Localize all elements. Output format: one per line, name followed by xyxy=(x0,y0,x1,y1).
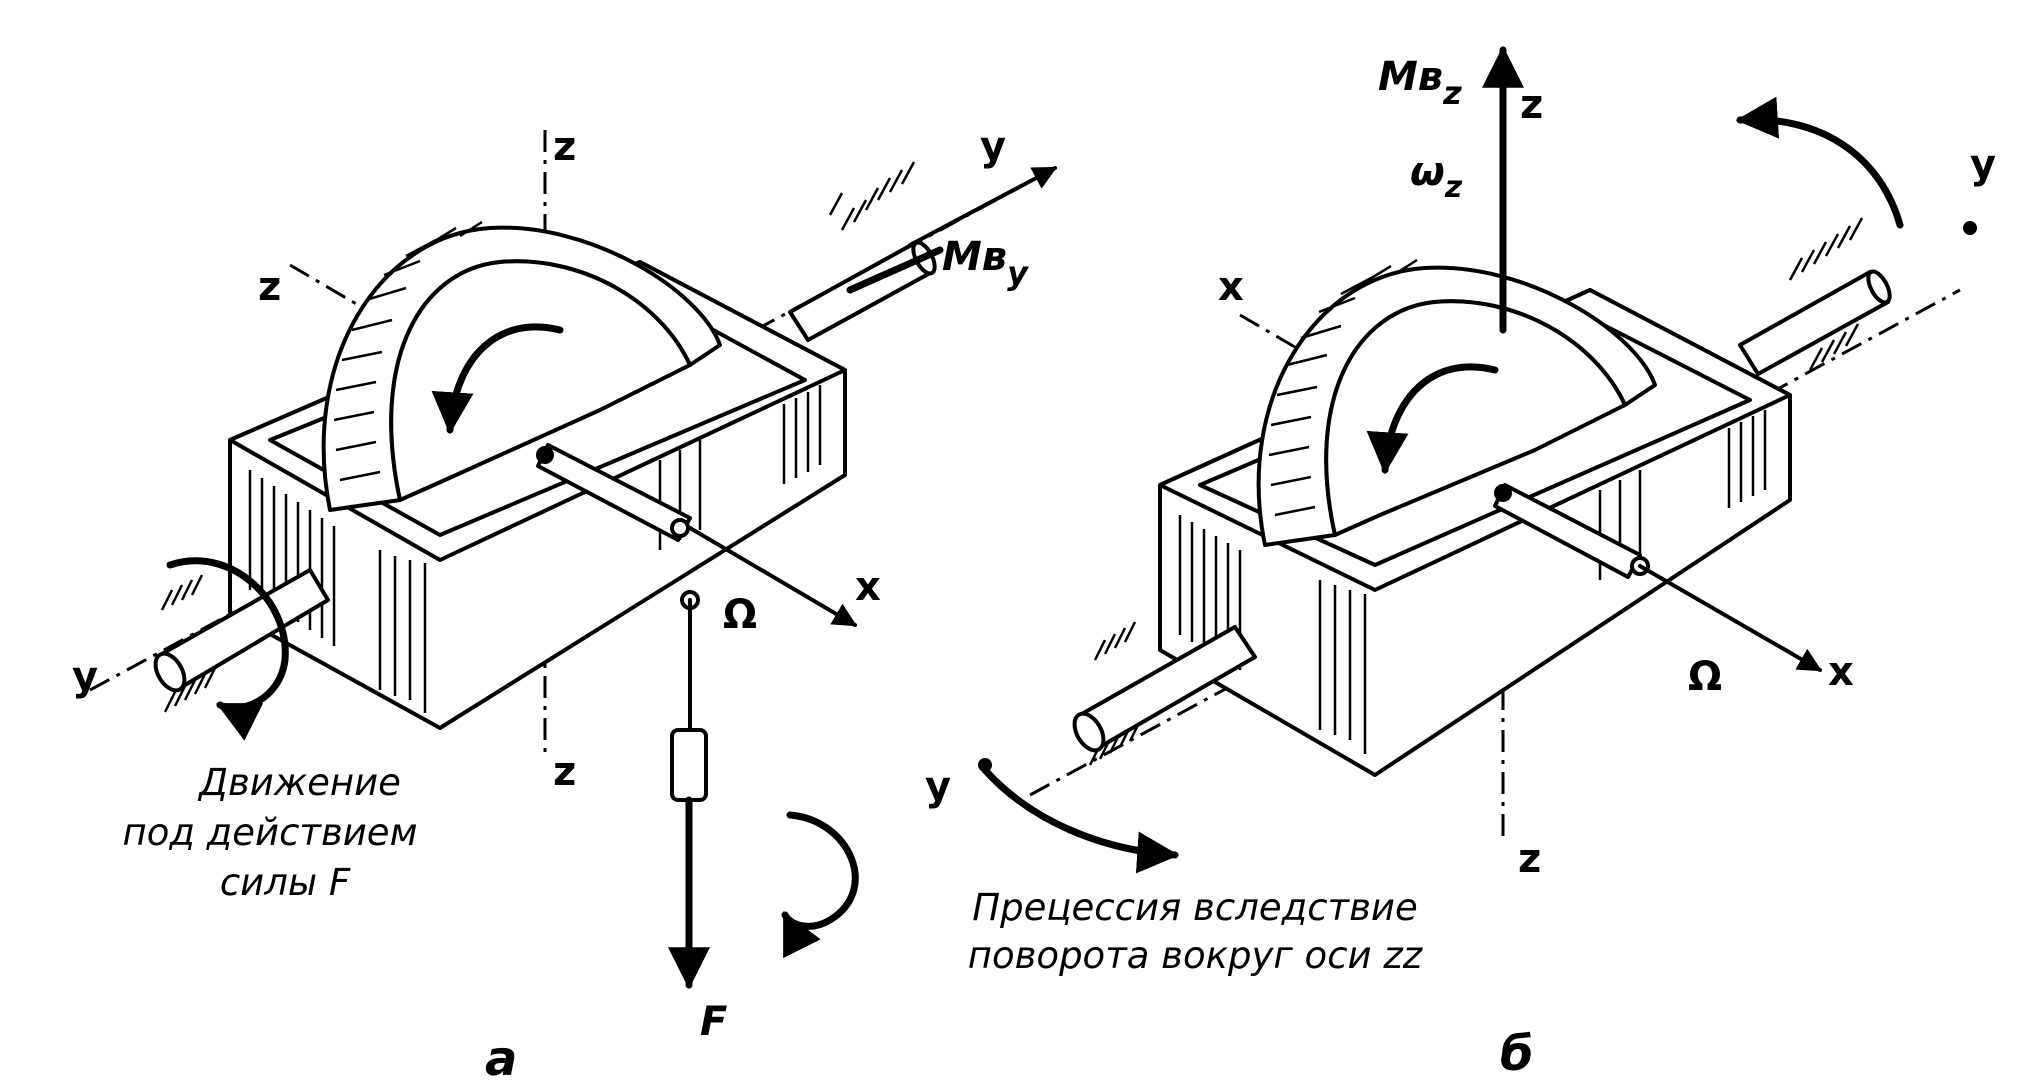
rotor-shading-b xyxy=(1268,258,1418,517)
y-axis-line-b xyxy=(1029,288,1961,797)
caption-line-3-a: силы F xyxy=(220,861,351,904)
z-left-label-a: z xyxy=(258,264,281,310)
rotation-arrow-left-a xyxy=(166,557,289,741)
x-axis-arrow-b xyxy=(1638,564,1823,672)
precession-arrow-top-b xyxy=(1735,96,1904,229)
shaft-right-a xyxy=(788,241,934,342)
frame-shading-b xyxy=(1178,410,1767,754)
bearing-lower-left-a xyxy=(160,574,217,713)
rotor-spin-arrow-b xyxy=(1366,363,1499,475)
panel-a: z z z y y x Mвy Ω F Движение под действи… xyxy=(72,124,1058,1080)
mv-y-arrow-a xyxy=(846,246,944,294)
z-top-label-a: z xyxy=(553,124,576,170)
x-axis-arrow-a xyxy=(688,526,858,627)
y-right-label-b: y xyxy=(1970,142,1996,188)
panel-letter-b: б xyxy=(1500,1026,1534,1080)
panel-b: Mвz z ωz z y y x x Ω Прецессия вследстви… xyxy=(925,45,1996,1080)
x-right-label-b: x xyxy=(1828,649,1854,695)
bearing-lower-left-b xyxy=(1088,621,1142,766)
caption-line-2-b: поворота вокруг оси zz xyxy=(968,934,1424,977)
rotor-spin-arrow-a xyxy=(431,323,564,435)
mv-z-label-b: Mвz xyxy=(1378,54,1462,112)
rotor-face-b xyxy=(1324,299,1627,537)
z-bottom-label-a: z xyxy=(553,749,576,795)
z-top-label-b: z xyxy=(1520,82,1543,128)
bearing-upper-right-b xyxy=(1788,217,1864,371)
force-label-a: F xyxy=(700,999,727,1045)
caption-line-1-b: Прецессия вследствие xyxy=(972,886,1417,929)
mv-y-label-a: Mвy xyxy=(942,234,1029,292)
rotor-shading-a xyxy=(333,220,483,482)
precession-arrow-bottom-b xyxy=(981,766,1180,874)
y-left-label-b: y xyxy=(925,764,951,810)
moment-curl-arrow-a xyxy=(781,811,859,959)
omega-label-b: Ω xyxy=(1688,654,1722,700)
z-bottom-label-b: z xyxy=(1518,836,1541,882)
rotor-face-a xyxy=(389,259,692,502)
x-left-label-b: x xyxy=(1218,264,1244,310)
panel-letter-a: а xyxy=(485,1031,517,1080)
y-axis-arrow-a xyxy=(908,166,1058,247)
frame-shading-a xyxy=(248,385,822,713)
x-label-a: x xyxy=(855,564,881,610)
weight-a xyxy=(670,728,708,802)
omega-z-label-b: ωz xyxy=(1410,149,1463,205)
omega-label-a: Ω xyxy=(723,592,757,638)
y-left-label-a: y xyxy=(72,654,98,700)
caption-line-2-a: под действием xyxy=(123,811,418,854)
shaft-right-b xyxy=(1738,270,1890,376)
y-right-label-a: y xyxy=(980,124,1006,170)
caption-line-1-a: Движение xyxy=(197,761,401,804)
